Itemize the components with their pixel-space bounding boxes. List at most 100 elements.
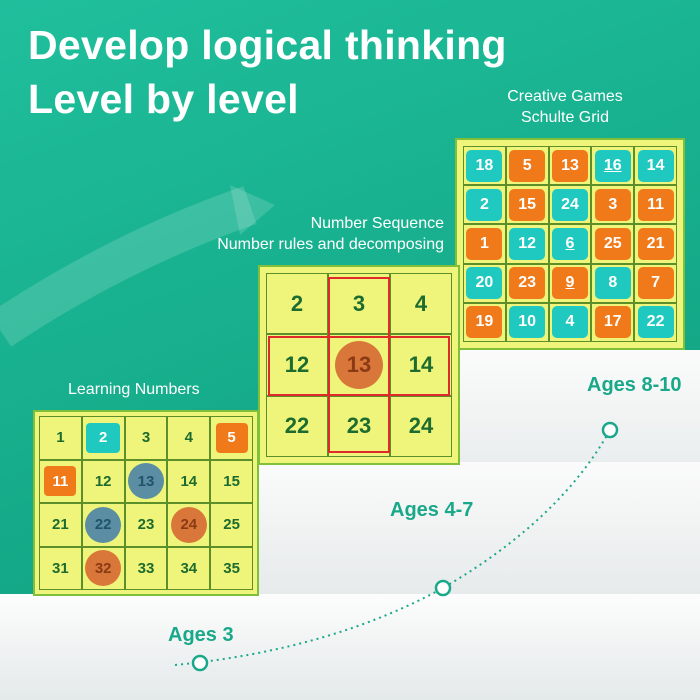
grid-cell[interactable]: 6 xyxy=(548,224,592,264)
number-tile[interactable]: 16 xyxy=(594,149,631,182)
grid-cell[interactable]: 32 xyxy=(81,546,125,590)
number-label: 3 xyxy=(352,290,366,316)
number-label: 11 xyxy=(44,466,77,497)
number-tile[interactable]: 20 xyxy=(466,267,503,300)
grid-cell[interactable]: 4 xyxy=(548,302,592,342)
grid-cell[interactable]: 23 xyxy=(505,263,549,303)
number-label: 21 xyxy=(52,516,69,534)
number-tile[interactable]: 9 xyxy=(551,267,588,300)
grid-cell[interactable]: 33 xyxy=(124,546,168,590)
number-label: 22 xyxy=(85,506,122,543)
grid-cell[interactable]: 13 xyxy=(548,146,592,186)
number-tile[interactable]: 1 xyxy=(466,227,503,260)
number-tile[interactable]: 2 xyxy=(466,188,503,221)
number-label: 4 xyxy=(184,429,193,447)
grid-cell[interactable]: 11 xyxy=(39,459,82,503)
grid-cell[interactable]: 24 xyxy=(548,185,592,225)
number-tile[interactable]: 12 xyxy=(509,227,546,260)
number-tile[interactable]: 14 xyxy=(637,149,674,182)
number-tile[interactable]: 11 xyxy=(637,188,674,221)
grid-cell[interactable]: 3 xyxy=(124,416,168,460)
level2-title: Number Sequence xyxy=(310,215,444,232)
headline-line2: Level by level xyxy=(28,76,299,122)
grid-cell[interactable]: 18 xyxy=(463,146,506,186)
number-tile[interactable]: 18 xyxy=(466,149,503,182)
grid-cell[interactable]: 2 xyxy=(463,185,506,225)
number-label: 4 xyxy=(414,290,428,316)
grid-cell[interactable]: 9 xyxy=(548,263,592,303)
grid-cell[interactable]: 20 xyxy=(463,263,506,303)
grid-cell[interactable]: 16 xyxy=(591,146,635,186)
number-tile[interactable]: 17 xyxy=(594,306,631,339)
number-label: 13 xyxy=(335,340,383,389)
grid-cell[interactable]: 15 xyxy=(210,459,253,503)
grid-cell[interactable]: 4 xyxy=(390,273,452,335)
number-tile[interactable]: 8 xyxy=(594,267,631,300)
grid-cell[interactable]: 13 xyxy=(124,459,168,503)
grid-cell[interactable]: 8 xyxy=(591,263,635,303)
number-tile[interactable]: 13 xyxy=(551,149,588,182)
number-tile[interactable]: 15 xyxy=(509,188,546,221)
grid-cell[interactable]: 25 xyxy=(591,224,635,264)
grid-cell[interactable]: 22 xyxy=(266,395,328,457)
highlight-outline xyxy=(268,335,450,397)
grid-cell[interactable]: 15 xyxy=(505,185,549,225)
number-tile[interactable]: 19 xyxy=(466,306,503,339)
number-label: 23 xyxy=(346,413,372,439)
grid-cell[interactable]: 10 xyxy=(505,302,549,342)
grid-cell[interactable]: 2 xyxy=(266,273,328,335)
grid-cell[interactable]: 7 xyxy=(634,263,677,303)
grid-cell[interactable]: 11 xyxy=(634,185,677,225)
grid-cell[interactable]: 2 xyxy=(81,416,125,460)
grid-cell[interactable]: 14 xyxy=(634,146,677,186)
number-tile[interactable]: 21 xyxy=(637,227,674,260)
grid-cell[interactable]: 17 xyxy=(591,302,635,342)
level3-age: Ages 8-10 xyxy=(587,374,682,396)
number-label: 25 xyxy=(223,516,240,534)
stair-step-3 xyxy=(455,350,700,470)
number-tile[interactable]: 25 xyxy=(594,227,631,260)
grid-cell[interactable]: 14 xyxy=(167,459,211,503)
grid-cell[interactable]: 24 xyxy=(390,395,452,457)
grid-cell[interactable]: 19 xyxy=(463,302,506,342)
grid-cell[interactable]: 12 xyxy=(505,224,549,264)
number-tile[interactable]: 7 xyxy=(637,267,674,300)
level3-title: Creative Games xyxy=(507,88,623,105)
grid-cell[interactable]: 23 xyxy=(124,503,168,547)
grid-cell[interactable]: 5 xyxy=(505,146,549,186)
number-tile[interactable]: 5 xyxy=(509,149,546,182)
number-label: 34 xyxy=(180,559,198,577)
grid-cell[interactable]: 21 xyxy=(634,224,677,264)
level3-subtitle: Schulte Grid xyxy=(520,109,610,126)
number-tile[interactable]: 23 xyxy=(509,267,546,300)
grid-cell[interactable]: 34 xyxy=(167,546,211,590)
number-label: 1 xyxy=(56,429,65,447)
grid-cell[interactable]: 22 xyxy=(81,503,125,547)
number-label: 14 xyxy=(408,351,434,377)
grid-cell[interactable]: 24 xyxy=(167,503,211,547)
number-tile[interactable]: 24 xyxy=(551,188,588,221)
number-label: 22 xyxy=(284,413,310,439)
grid-cell[interactable]: 3 xyxy=(591,185,635,225)
level2-subtitle: Number rules and decomposing xyxy=(217,236,444,253)
grid-cell[interactable]: 1 xyxy=(39,416,82,460)
number-tile[interactable]: 4 xyxy=(551,306,588,339)
grid-cell[interactable]: 4 xyxy=(167,416,211,460)
number-label: 2 xyxy=(290,290,304,316)
number-tile[interactable]: 10 xyxy=(509,306,546,339)
grid-cell[interactable]: 22 xyxy=(634,302,677,342)
number-tile[interactable]: 22 xyxy=(637,306,674,339)
level2-age: Ages 4-7 xyxy=(390,499,474,521)
grid-cell[interactable]: 35 xyxy=(210,546,253,590)
grid-cell[interactable]: 31 xyxy=(39,546,82,590)
grid-cell[interactable]: 5 xyxy=(210,416,253,460)
grid-cell[interactable]: 1 xyxy=(463,224,506,264)
number-tile[interactable]: 3 xyxy=(594,188,631,221)
grid-cell[interactable]: 25 xyxy=(210,503,253,547)
grid-cell[interactable]: 12 xyxy=(81,459,125,503)
grid-cell[interactable]: 21 xyxy=(39,503,82,547)
number-tile[interactable]: 6 xyxy=(551,227,588,260)
grid-cell[interactable]: 13 xyxy=(328,334,390,396)
